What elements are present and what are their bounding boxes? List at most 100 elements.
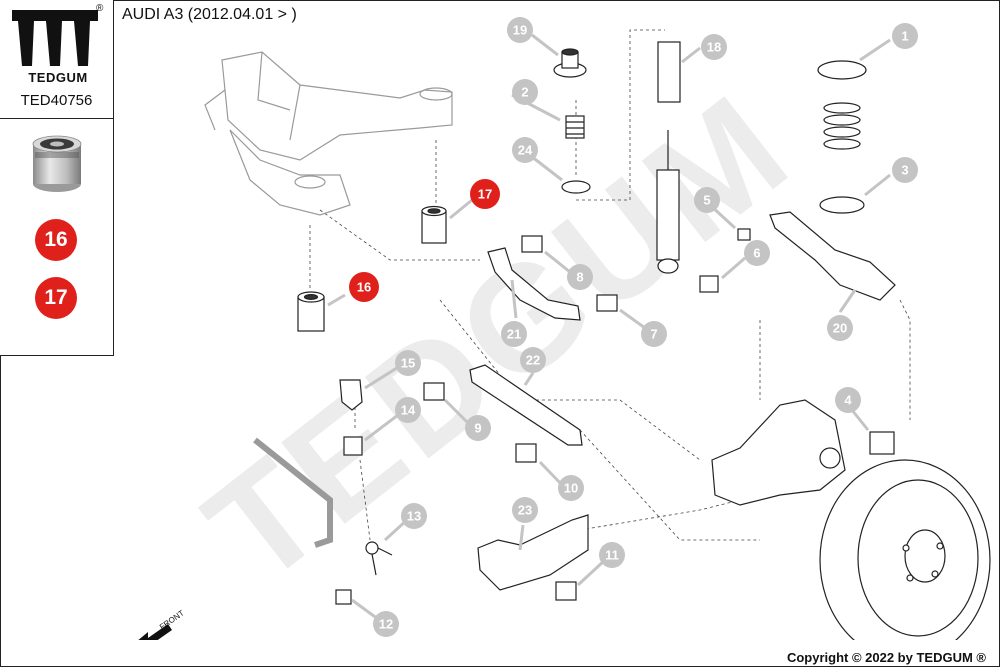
clamp-part-15 [339, 379, 363, 411]
callout-circle [567, 264, 593, 290]
callout-number: 15 [401, 356, 415, 371]
brand-name: TEDGUM [28, 70, 88, 85]
callout-circle [373, 611, 399, 637]
callout-circle [599, 542, 625, 568]
callout-11: 11 [599, 542, 625, 568]
callout-16: 16 [349, 272, 379, 302]
callout-14: 14 [395, 397, 421, 423]
callout-number: 8 [576, 270, 583, 285]
callout-number: 22 [526, 353, 540, 368]
callout-4: 4 [835, 387, 861, 413]
top-mount-part-19 [553, 48, 587, 78]
callout-8: 8 [567, 264, 593, 290]
callout-number: 6 [753, 246, 760, 261]
sidebar-divider [0, 118, 113, 119]
callout-19: 19 [507, 17, 533, 43]
stabilizer-bushing-part-14 [343, 436, 363, 456]
bushing-product-image [32, 135, 82, 192]
callout-1: 1 [892, 23, 918, 49]
bushing-part-12 [335, 589, 352, 605]
callout-number: 2 [521, 85, 528, 100]
upper-arm-part-21 [487, 247, 581, 321]
part-number: TED40756 [20, 92, 93, 109]
callout-2: 2 [512, 79, 538, 105]
bushing-part-7 [596, 294, 618, 312]
bushing-part-9 [423, 382, 445, 401]
stabilizer-link-part-13 [365, 541, 393, 576]
dust-cover-part-18 [657, 41, 681, 103]
bushing-part-6 [699, 275, 719, 293]
callout-circle [694, 187, 720, 213]
dashed-leader-lines [309, 29, 911, 541]
callout-9: 9 [465, 415, 491, 441]
callout-17: 17 [470, 179, 500, 209]
callout-24: 24 [512, 137, 538, 163]
spring-seat-part-3 [819, 196, 865, 214]
bushing-part-8 [521, 235, 543, 253]
position-badge-16: 16 [35, 219, 77, 261]
callout-circle [395, 350, 421, 376]
callout-5: 5 [694, 187, 720, 213]
callout-circle [835, 387, 861, 413]
callout-3: 3 [892, 157, 918, 183]
registered-mark: ® [96, 3, 104, 14]
rear-subframe [204, 51, 453, 216]
callout-circle [401, 503, 427, 529]
callout-circle [892, 23, 918, 49]
spring-link-arm-part-20 [769, 211, 896, 301]
wheel-tire [819, 459, 991, 640]
callout-number: 23 [518, 503, 532, 518]
bushing-part-17 [421, 205, 447, 244]
callout-number: 13 [407, 509, 421, 524]
callout-7: 7 [641, 321, 667, 347]
callout-23: 23 [512, 497, 538, 523]
callout-20: 20 [827, 315, 853, 341]
callout-circle [507, 17, 533, 43]
callout-circle [827, 315, 853, 341]
callout-circle [520, 347, 546, 373]
callout-circle [512, 497, 538, 523]
callout-number: 3 [901, 163, 908, 178]
callout-number: 18 [707, 40, 721, 55]
callout-circle [349, 272, 379, 302]
callout-circle [744, 240, 770, 266]
callout-number: 9 [474, 421, 481, 436]
shock-absorber [656, 130, 680, 274]
sidebar-panel: ® TEDGUM TED40756 16 17 [0, 0, 114, 356]
callout-21: 21 [501, 321, 527, 347]
callout-number: 4 [844, 393, 852, 408]
callout-13: 13 [401, 503, 427, 529]
callout-number: 24 [518, 143, 533, 158]
callout-number: 17 [478, 187, 492, 202]
callout-6: 6 [744, 240, 770, 266]
callout-number: 11 [605, 548, 619, 563]
tedgum-logo-icon [12, 10, 98, 66]
bushing-part-10 [515, 443, 537, 463]
bump-stop-part-2 [565, 115, 585, 139]
washer-part-24 [561, 180, 591, 194]
callout-circle [512, 79, 538, 105]
bushing-part-5 [737, 228, 751, 241]
callout-number: 5 [703, 193, 710, 208]
callout-circle [701, 34, 727, 60]
front-arrow-icon: FRONT [138, 608, 186, 640]
callout-circle [395, 397, 421, 423]
callout-number: 20 [833, 321, 847, 336]
coil-spring [823, 102, 861, 150]
bushing-part-11 [555, 581, 577, 601]
wheel-hub-carrier [711, 399, 846, 506]
callout-15: 15 [395, 350, 421, 376]
callout-22: 22 [520, 347, 546, 373]
callout-circle [558, 475, 584, 501]
callout-circle [512, 137, 538, 163]
trailing-link-part-22 [469, 364, 583, 446]
bushing-part-16 [297, 291, 325, 332]
callout-18: 18 [701, 34, 727, 60]
callout-number: 1 [901, 29, 908, 44]
tedgum-watermark: TEDGUM [176, 61, 820, 616]
callout-number: 10 [564, 481, 578, 496]
callout-circle [641, 321, 667, 347]
callout-number: 19 [513, 23, 527, 38]
copyright-notice: Copyright © 2022 by TEDGUM ® [786, 650, 986, 665]
